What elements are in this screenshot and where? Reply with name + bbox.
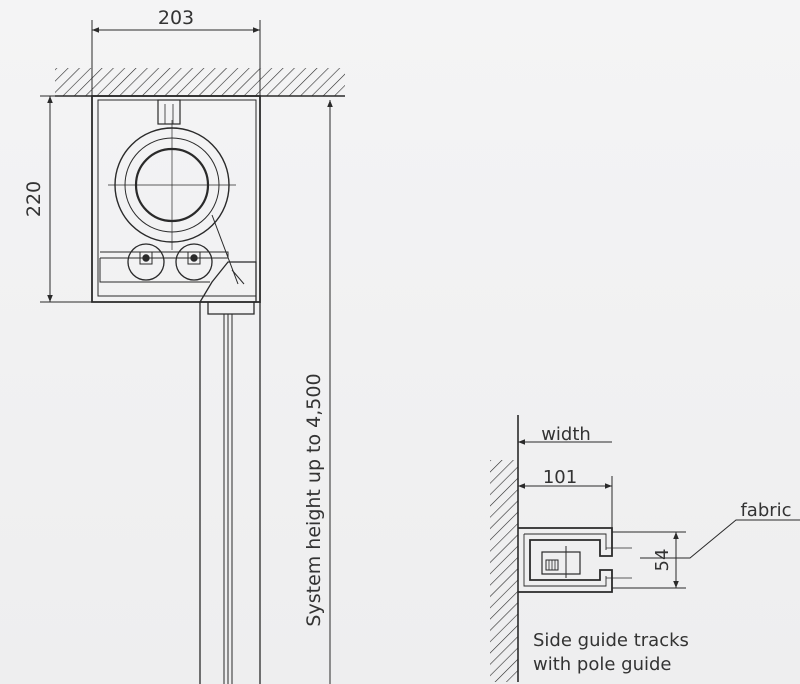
fabric-label: fabric — [740, 500, 791, 521]
head-width-label: 203 — [158, 7, 194, 29]
caption-line-2: with pole guide — [533, 654, 671, 675]
main-head-view — [40, 20, 345, 684]
head-height-label: 220 — [23, 181, 45, 217]
fabric-leader — [640, 519, 800, 559]
width-label: width — [541, 424, 591, 445]
track-depth-label: 101 — [543, 467, 577, 488]
system-height-label: System height up to 4,500 — [303, 373, 325, 626]
guide-wheel-icon — [127, 243, 213, 281]
side-guide-detail — [490, 415, 800, 682]
mounting-screw-icon — [142, 254, 198, 262]
bottom-rail — [198, 261, 257, 303]
top-bracket — [157, 99, 181, 125]
rail-clip — [207, 302, 255, 315]
ceiling-hatch — [55, 68, 345, 96]
fabric-path — [211, 214, 239, 285]
pole-guide — [541, 551, 581, 575]
wall-hatch — [490, 460, 518, 682]
track-profile — [518, 527, 613, 593]
caption-line-1: Side guide tracks — [533, 630, 689, 651]
roller-tube-icon — [108, 120, 236, 250]
slot-size-label: 54 — [652, 549, 673, 572]
